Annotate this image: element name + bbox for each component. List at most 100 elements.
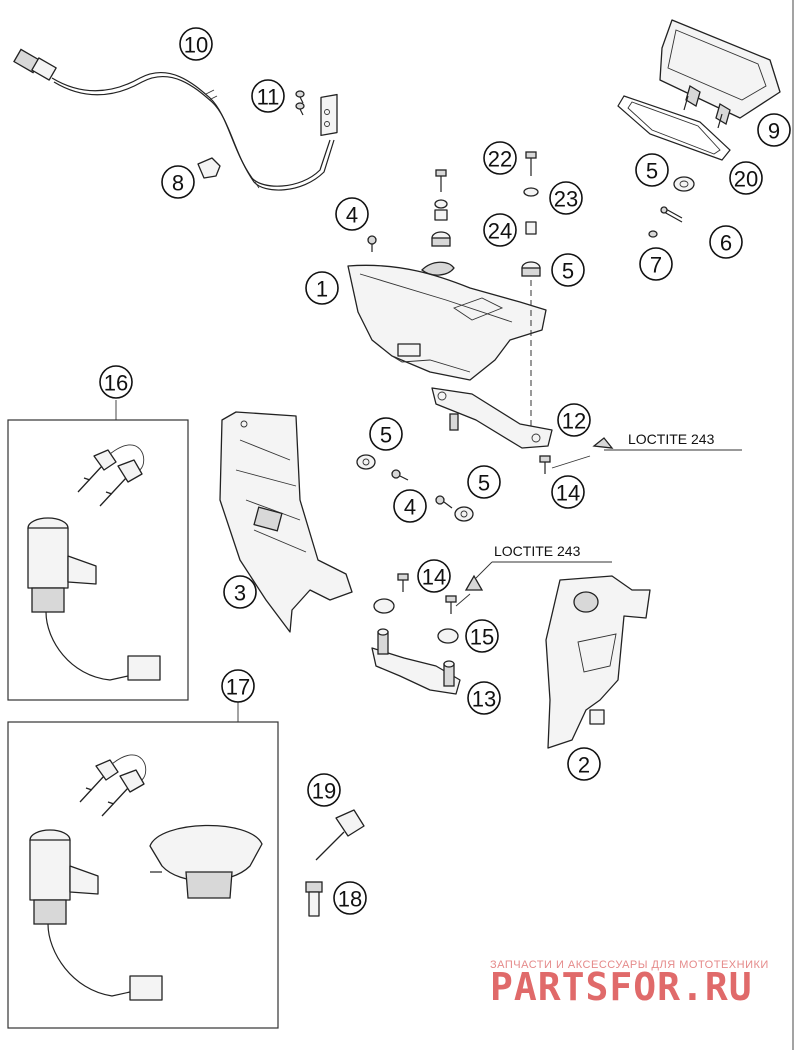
- callout-4-upper: 4: [335, 197, 369, 231]
- svg-text:3: 3: [234, 581, 246, 606]
- kit-16-ignition-lock: [27, 517, 161, 681]
- part-12-bracket: [431, 387, 553, 449]
- part-6-screw: [660, 206, 683, 223]
- part-20-gasket: [617, 95, 731, 161]
- svg-text:17: 17: [226, 675, 250, 700]
- callout-11: 11: [251, 79, 285, 113]
- svg-text:5: 5: [646, 159, 658, 184]
- part-5-grommet-upper-right: [673, 176, 695, 192]
- bolt-stack-left: [431, 169, 451, 247]
- svg-text:6: 6: [720, 231, 732, 256]
- kit-17-fuel-cap: [149, 824, 263, 899]
- part-13-lower-bracket: [371, 628, 461, 695]
- loctite-leader-lower-b: [475, 561, 493, 579]
- callout-23: 23: [549, 181, 583, 215]
- callout-13: 13: [467, 681, 501, 715]
- part-18-bolt: [305, 881, 323, 917]
- callout-10: 10: [179, 27, 213, 61]
- svg-text:14: 14: [556, 481, 580, 506]
- svg-text:5: 5: [380, 423, 392, 448]
- callout-6: 6: [709, 225, 743, 259]
- callout-5-mid-right: 5: [467, 465, 501, 499]
- part-15-grommet-lower-b: [437, 628, 459, 644]
- svg-text:5: 5: [562, 259, 574, 284]
- part-4-screw-middle-b: [435, 495, 453, 509]
- svg-text:15: 15: [470, 625, 494, 650]
- part-4-screw-upper: [367, 235, 377, 252]
- bolt-stack-right: [521, 151, 541, 277]
- callout-9: 9: [757, 113, 791, 147]
- part-14-bolt-lower-b: [445, 595, 457, 614]
- svg-text:8: 8: [172, 171, 184, 196]
- svg-text:10: 10: [184, 33, 208, 58]
- callout-22: 22: [483, 141, 517, 175]
- loctite-drop-lower: [464, 574, 484, 591]
- loctite-leader-upper-a: [551, 455, 591, 469]
- loctite-note-upper: LOCTITE 243: [628, 431, 715, 447]
- watermark-brand: PARTSFOR.RU: [490, 965, 753, 1009]
- callout-8: 8: [161, 165, 195, 199]
- callout-3: 3: [223, 575, 257, 609]
- callout-16: 16: [99, 365, 133, 399]
- callout-2: 2: [567, 747, 601, 781]
- svg-text:2: 2: [578, 753, 590, 778]
- svg-text:14: 14: [422, 565, 446, 590]
- callout-1: 1: [305, 271, 339, 305]
- svg-text:22: 22: [488, 147, 512, 172]
- svg-text:12: 12: [562, 409, 586, 434]
- kit-17-ignition-lock: [29, 829, 163, 1001]
- loctite-note-lower: LOCTITE 243: [494, 543, 581, 559]
- svg-text:13: 13: [472, 687, 496, 712]
- kit-16-keys: [77, 444, 145, 507]
- svg-text:16: 16: [104, 371, 128, 396]
- svg-text:7: 7: [650, 253, 662, 278]
- callout-5-center: 5: [551, 253, 585, 287]
- callout-5-mid-left: 5: [369, 417, 403, 451]
- part-4-screw-middle-a: [391, 469, 409, 481]
- callout-17: 17: [221, 669, 255, 703]
- part-9-instrument-cluster: [659, 19, 781, 129]
- part-1-headlight-mask: [347, 261, 547, 381]
- callout-5-upper-right: 5: [635, 153, 669, 187]
- kit-17-keys: [79, 754, 147, 817]
- svg-text:11: 11: [257, 85, 280, 110]
- svg-text:24: 24: [488, 219, 512, 244]
- callout-14-upper: 14: [551, 475, 585, 509]
- callout-14-lower: 14: [417, 559, 451, 593]
- part-5-grommet-middle: [356, 454, 376, 470]
- kit-16-frame: [7, 419, 189, 701]
- callout-12: 12: [557, 403, 591, 437]
- svg-text:20: 20: [734, 167, 758, 192]
- svg-text:4: 4: [346, 203, 358, 228]
- loctite-drop-upper: [592, 437, 614, 449]
- svg-text:18: 18: [338, 887, 362, 912]
- kit-17-frame: [7, 721, 279, 1029]
- part-19-key: [315, 809, 365, 861]
- part-8-clip: [197, 157, 221, 179]
- callout-24: 24: [483, 213, 517, 247]
- part-3-left-cover: [219, 411, 353, 633]
- part-10-wiring-harness: [13, 48, 335, 191]
- svg-text:1: 1: [316, 277, 328, 302]
- callout-19: 19: [307, 773, 341, 807]
- svg-text:4: 4: [404, 495, 416, 520]
- svg-text:19: 19: [312, 779, 336, 804]
- svg-text:23: 23: [554, 187, 578, 212]
- loctite-leader-lower-a: [455, 593, 471, 607]
- watermark-caption: ЗАПЧАСТИ И АКСЕССУАРЫ ДЛЯ МОТОТЕХНИКИ: [490, 959, 769, 971]
- callout-7: 7: [639, 247, 673, 281]
- part-11-connector: [295, 90, 338, 137]
- part-15-grommet-lower-a: [373, 598, 395, 614]
- part-14-bolt-lower-a: [397, 573, 409, 592]
- callout-18: 18: [333, 881, 367, 915]
- svg-text:5: 5: [478, 471, 490, 496]
- callout-15: 15: [465, 619, 499, 653]
- part-7-nut: [648, 230, 658, 238]
- part-14-bolt-upper: [539, 455, 551, 474]
- callout-20: 20: [729, 161, 763, 195]
- callout-4-middle: 4: [393, 489, 427, 523]
- part-2-right-cover: [545, 575, 651, 749]
- svg-text:9: 9: [768, 119, 780, 144]
